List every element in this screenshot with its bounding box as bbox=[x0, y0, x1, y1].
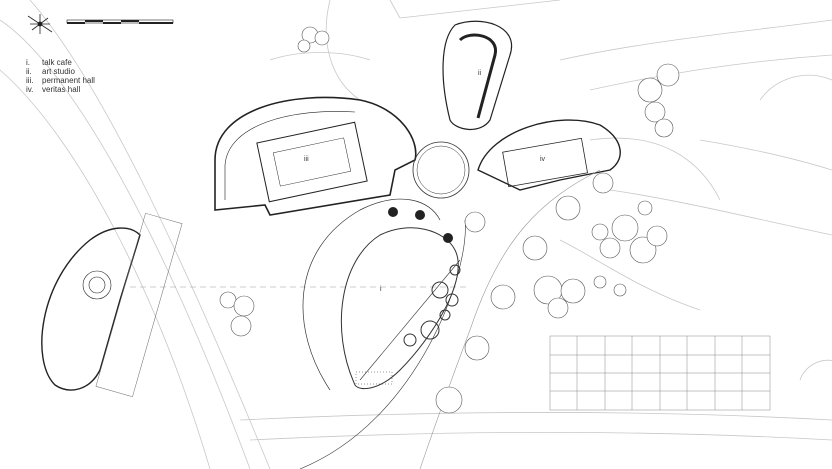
north-arrow-icon bbox=[27, 14, 53, 34]
legend-label: veritas hall bbox=[42, 85, 81, 94]
legend-item: ii. art studio bbox=[26, 67, 95, 76]
building-west bbox=[41, 212, 183, 398]
scale-bar bbox=[66, 19, 174, 24]
trees bbox=[219, 26, 680, 414]
legend-label: talk cafe bbox=[42, 58, 72, 67]
legend-number: iii. bbox=[26, 76, 34, 85]
legend-label: permanent hall bbox=[42, 76, 95, 85]
legend-item: i. talk cafe bbox=[26, 58, 95, 67]
label-art-studio: ii bbox=[478, 70, 482, 77]
building-veritas-hall bbox=[477, 119, 621, 191]
legend-number: i. bbox=[26, 58, 30, 67]
building-permanent-hall bbox=[214, 96, 417, 216]
legend-item: iii. permanent hall bbox=[26, 76, 95, 85]
legend-label: art studio bbox=[42, 67, 75, 76]
label-permanent-hall: iii bbox=[304, 156, 309, 163]
legend-number: iv. bbox=[26, 85, 34, 94]
legend-item: iv. veritas hall bbox=[26, 85, 95, 94]
building-talk-cafe bbox=[299, 169, 601, 469]
building-art-studio bbox=[442, 20, 513, 130]
label-veritas-hall: iv bbox=[540, 156, 546, 163]
label-talk-cafe: i bbox=[380, 286, 382, 293]
legend: i. talk cafe ii. art studio iii. permanent … bbox=[26, 58, 95, 94]
dark-trees bbox=[388, 207, 453, 243]
legend-number: ii. bbox=[26, 67, 32, 76]
central-rotunda bbox=[412, 141, 470, 199]
parking-lot bbox=[549, 335, 771, 411]
